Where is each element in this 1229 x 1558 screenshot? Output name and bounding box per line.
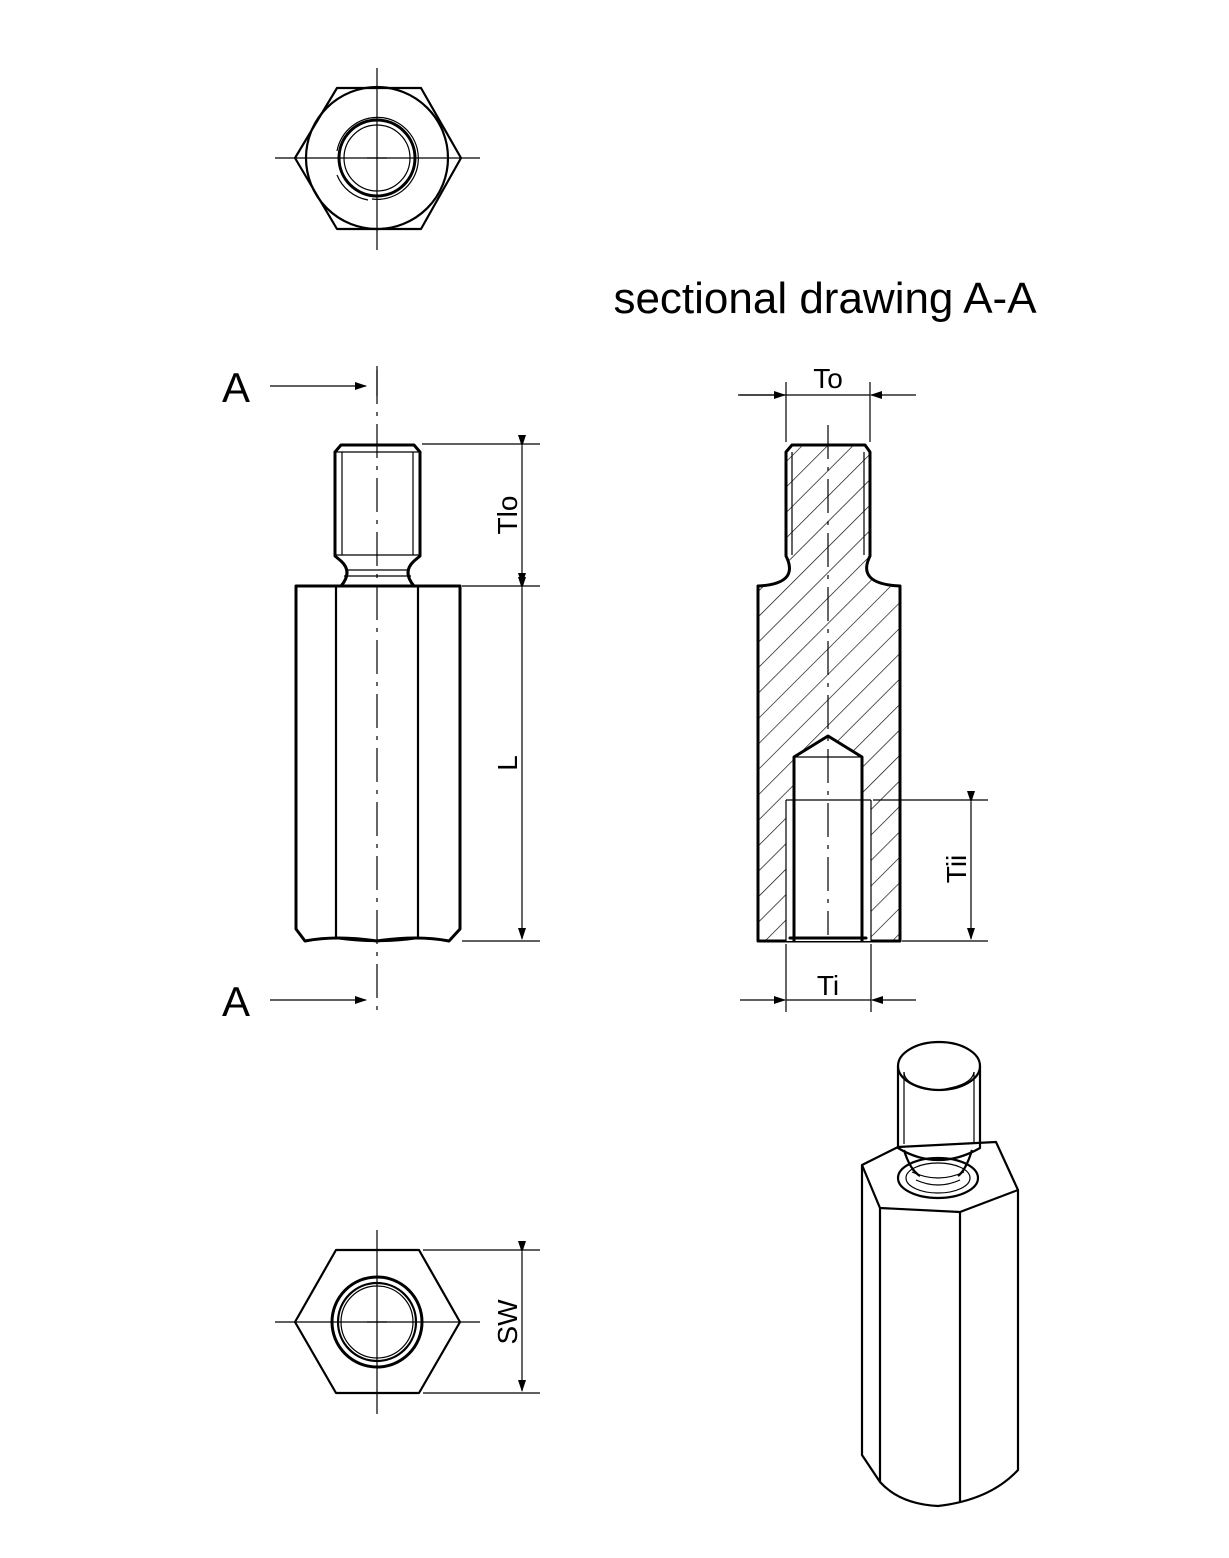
section-label-top: A	[222, 364, 250, 411]
dimension-label-l: L	[492, 755, 523, 771]
top-view	[275, 68, 480, 250]
dimension-l: L	[462, 577, 540, 942]
dimension-ti: Ti	[740, 944, 916, 1012]
dimension-label-tii: Tii	[941, 855, 972, 884]
dimension-label-tlo: Tlo	[492, 496, 523, 535]
bottom-view	[275, 1230, 480, 1414]
section-mark-bottom: A	[222, 978, 367, 1025]
dimension-tii: Tii	[873, 791, 988, 942]
dimension-label-sw: SW	[492, 1299, 523, 1345]
front-view	[294, 370, 462, 1018]
section-mark-top: A	[222, 364, 378, 411]
sectional-view	[756, 425, 902, 943]
drawing-title: sectional drawing A-A	[613, 274, 1037, 323]
dimension-to: To	[738, 363, 916, 442]
dimension-sw: SW	[423, 1241, 540, 1394]
dimension-label-to: To	[813, 363, 843, 394]
dimension-tlo: Tlo	[422, 435, 540, 587]
isometric-view	[860, 1040, 1020, 1508]
section-label-bottom: A	[222, 978, 250, 1025]
dimension-label-ti: Ti	[817, 970, 839, 1001]
